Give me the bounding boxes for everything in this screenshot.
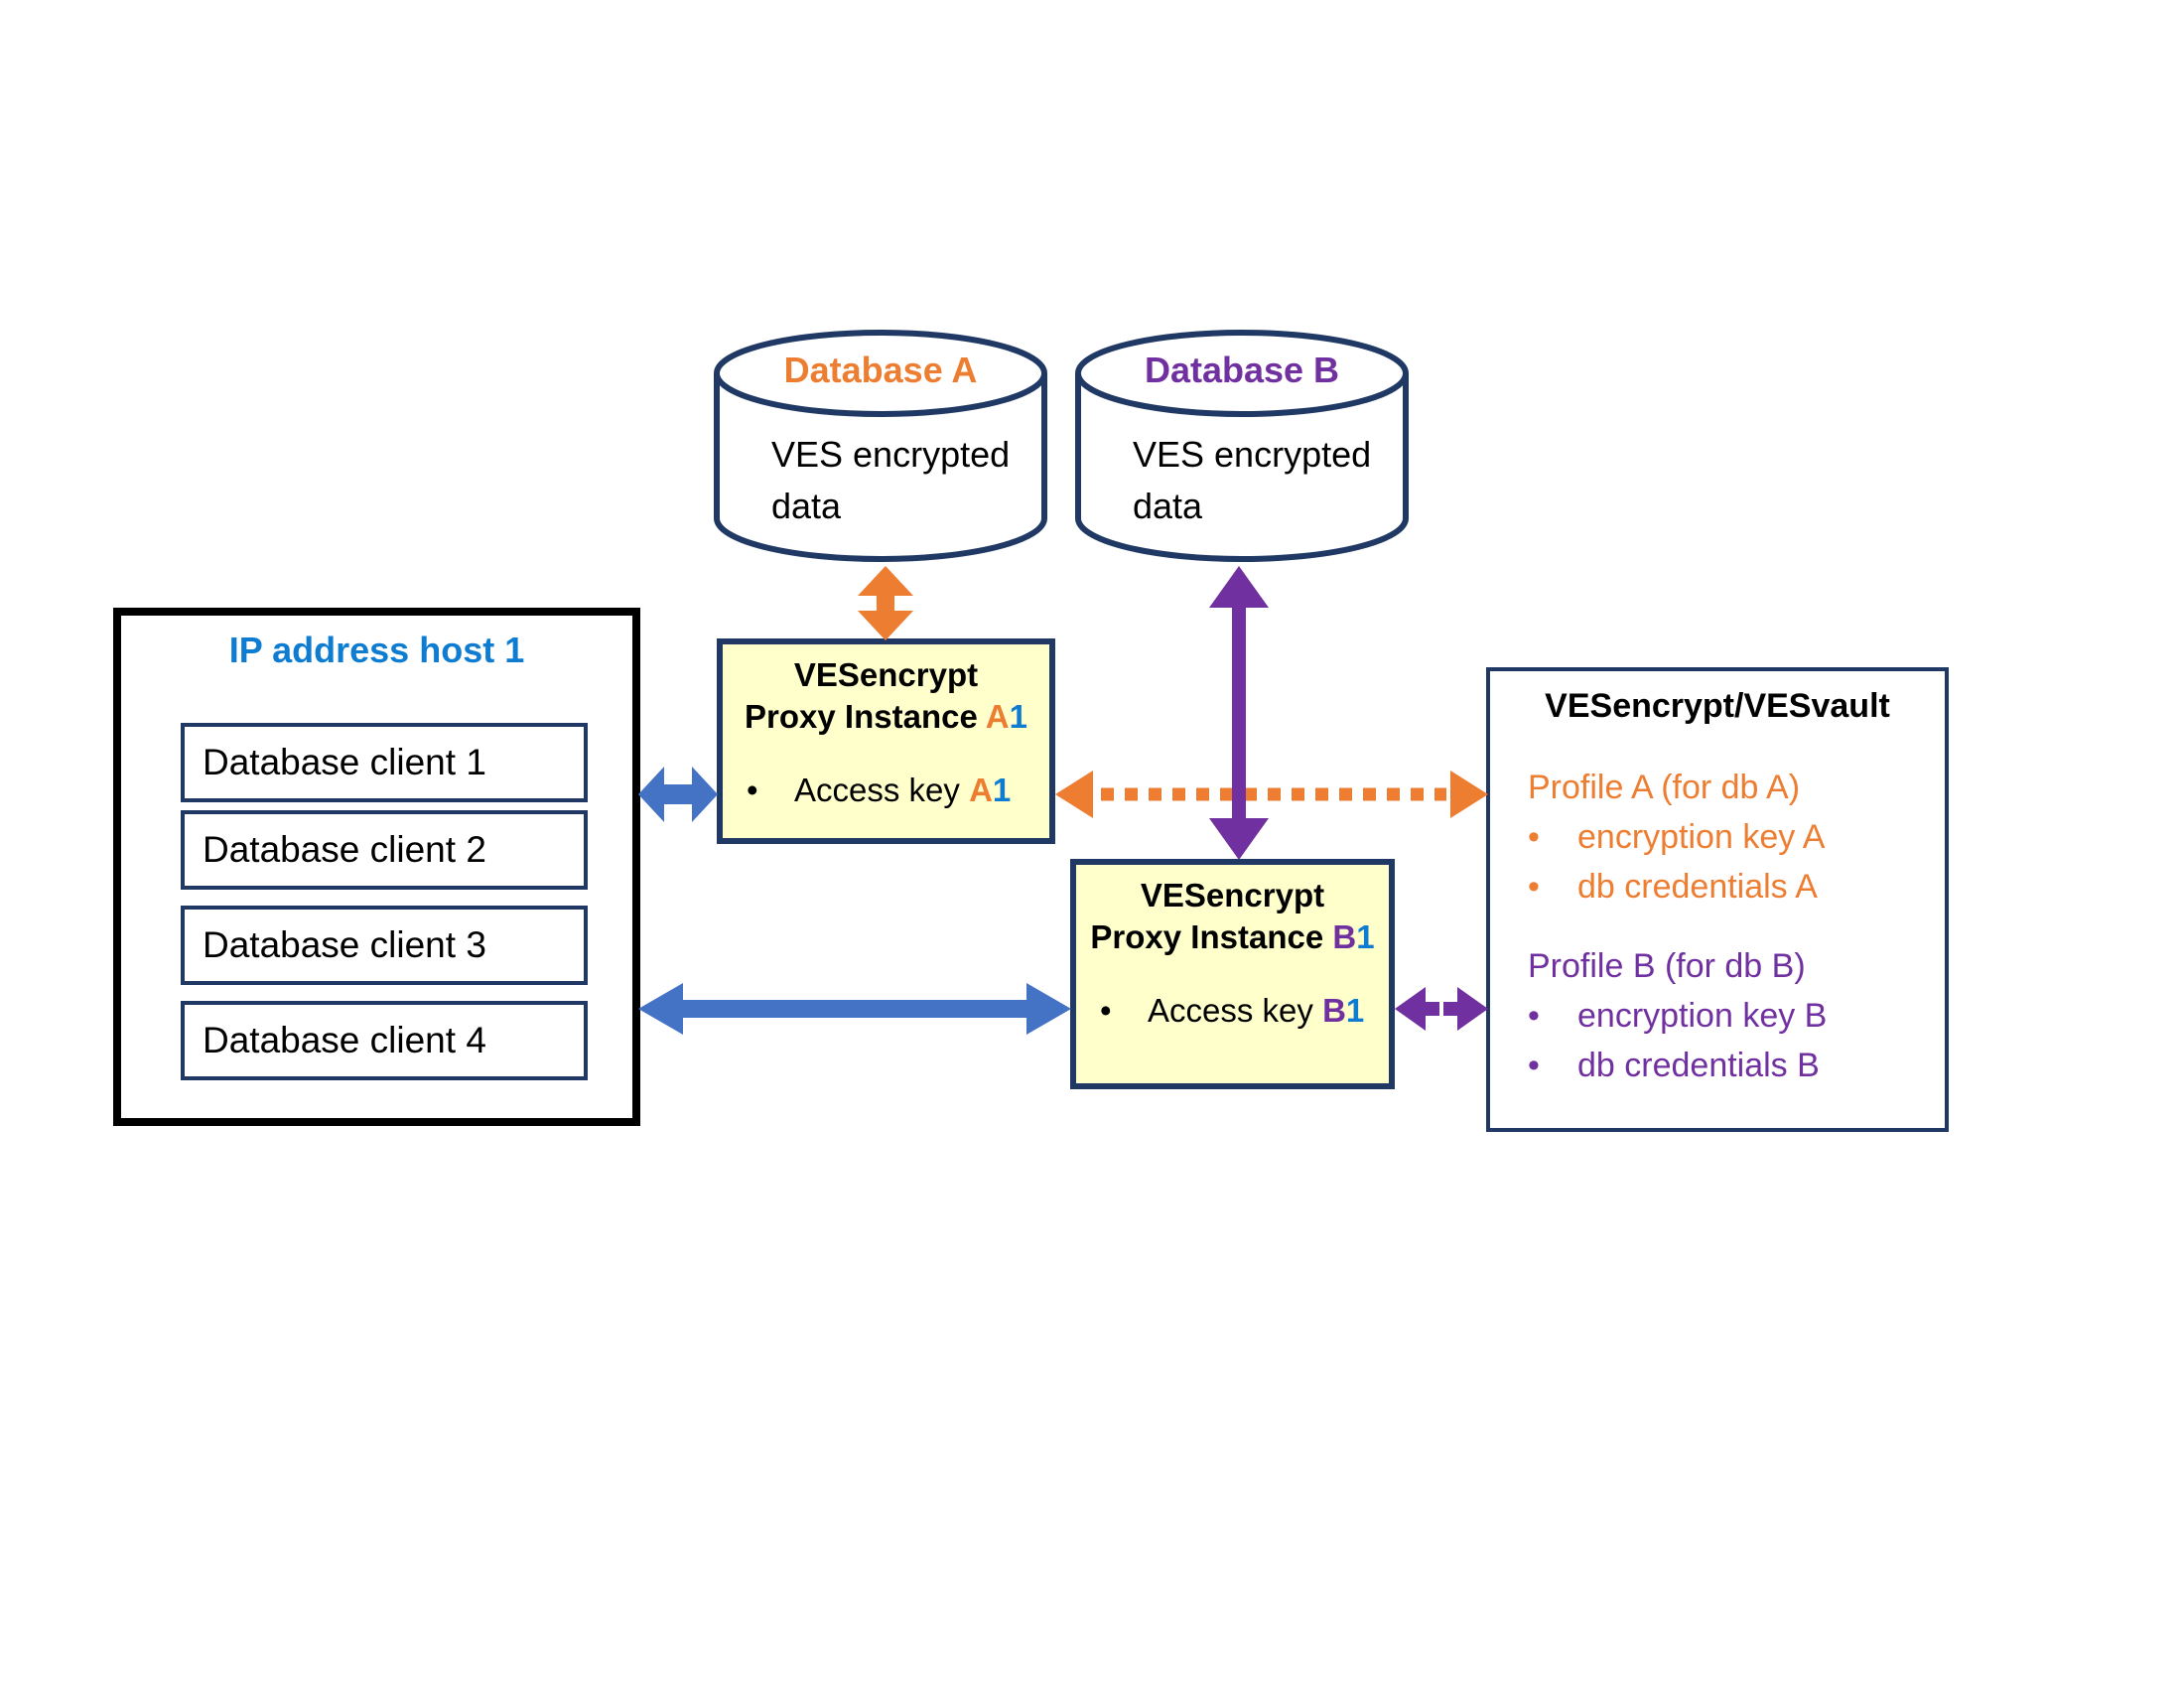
database-a-title: Database A	[783, 350, 978, 390]
profile-a-item-2: • db credentials A	[1528, 862, 1933, 912]
vault-box: VESencrypt/VESvault Profile A (for db A)…	[1486, 667, 1949, 1132]
bullet-icon: •	[1528, 997, 1540, 1035]
vault-title: VESencrypt/VESvault	[1545, 687, 1890, 725]
host-title: IP address host 1	[228, 630, 525, 670]
database-a: Database A VES encrypted data	[714, 326, 1047, 566]
arrow-host-proxy-a1	[638, 767, 718, 822]
profile-b-item-2: • db credentials B	[1528, 1041, 1933, 1090]
database-b-title: Database B	[1144, 350, 1340, 390]
bullet-icon: •	[1528, 1047, 1540, 1084]
proxy-a1-access-key: • Access key A1	[747, 772, 1012, 808]
arrow-proxy-a1-vault	[1055, 771, 1488, 818]
proxy-b1-box: VESencrypt Proxy Instance B1 • Access ke…	[1070, 859, 1395, 1089]
proxy-a1-subtitle: Proxy Instance A1	[745, 698, 1027, 735]
bullet-icon: •	[747, 772, 758, 808]
profile-a: Profile A (for db A) • encryption key A …	[1528, 763, 1933, 912]
proxy-b1-access-key: • Access key B1	[1100, 992, 1365, 1029]
vault-profiles: Profile A (for db A) • encryption key A …	[1528, 763, 1933, 1090]
database-a-content: VES encrypted data	[771, 434, 1011, 527]
arrow-database-b-proxy-b1	[1209, 566, 1269, 860]
profile-a-heading: Profile A (for db A)	[1528, 769, 1801, 806]
arrow-proxy-b1-vault	[1395, 987, 1488, 1031]
database-b-content: VES encrypted data	[1133, 434, 1372, 527]
bullet-icon: •	[1100, 992, 1112, 1029]
database-b: Database B VES encrypted data	[1075, 326, 1409, 566]
proxy-a1-title: VESencrypt	[793, 656, 979, 693]
proxy-a1-box: VESencrypt Proxy Instance A1 • Access ke…	[717, 638, 1055, 844]
profile-b: Profile B (for db B) • encryption key B …	[1528, 941, 1933, 1090]
bullet-icon: •	[1528, 868, 1540, 906]
profile-b-item-1: • encryption key B	[1528, 991, 1933, 1041]
profile-a-item-1: • encryption key A	[1528, 812, 1933, 862]
bullet-icon: •	[1528, 818, 1540, 856]
arrow-database-a-proxy-a1	[858, 566, 913, 640]
client-item-1: Database client 1	[181, 723, 588, 802]
client-item-3: Database client 3	[181, 906, 588, 985]
proxy-b1-title: VESencrypt	[1140, 877, 1325, 914]
arrow-host-proxy-b1	[638, 983, 1071, 1035]
database-cylinder-icon	[1075, 330, 1409, 562]
profile-b-heading: Profile B (for db B)	[1528, 947, 1806, 985]
client-item-4: Database client 4	[181, 1001, 588, 1080]
proxy-b1-subtitle: Proxy Instance B1	[1090, 918, 1375, 955]
database-cylinder-icon	[714, 330, 1047, 562]
client-item-2: Database client 2	[181, 810, 588, 890]
host-box: IP address host 1 Database client 1 Data…	[113, 608, 640, 1126]
